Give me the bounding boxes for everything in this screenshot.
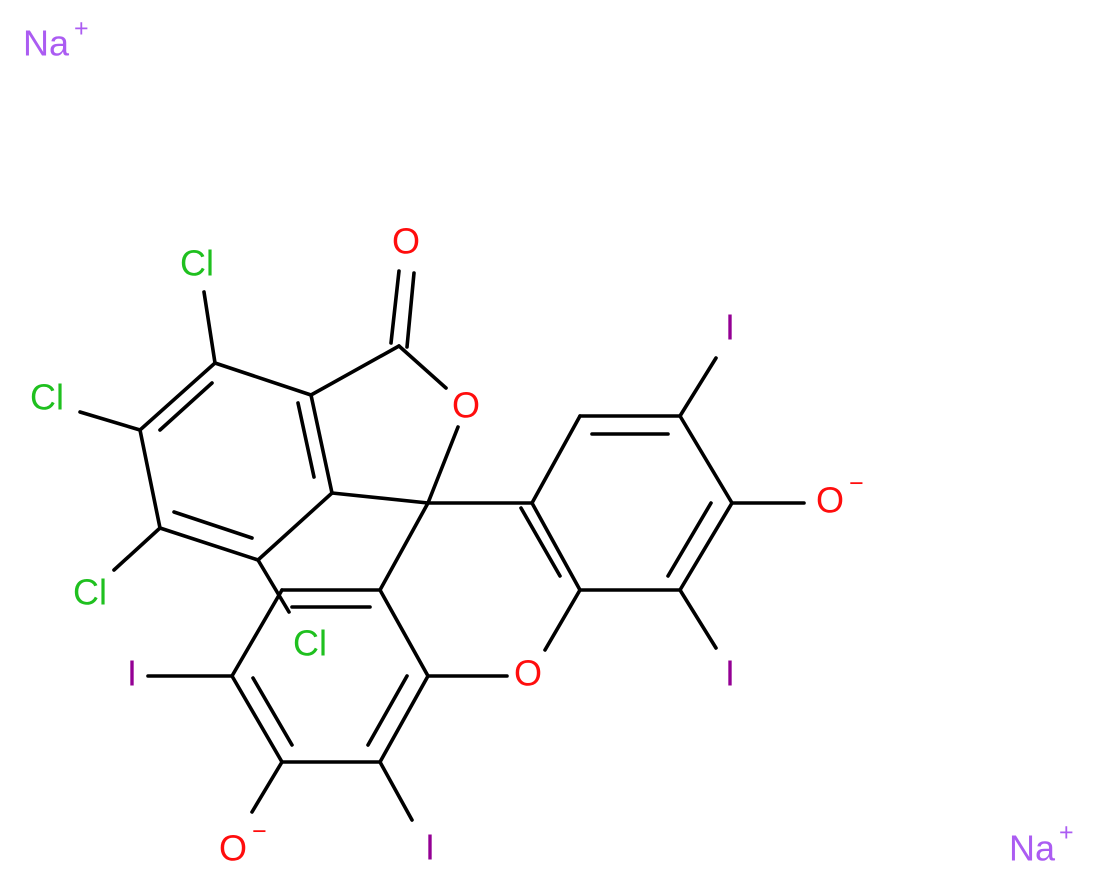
atom-labels: Na + Na + O O O O − O − Cl Cl Cl Cl I I … [23,15,1074,869]
sodium-charge-top-left: + [74,15,89,43]
bond [230,588,284,678]
bond [138,428,162,530]
xanthene-ring-oxygen: O [514,653,542,694]
bond [543,588,582,652]
iodine-right-bottom: I [725,653,735,694]
phenoxide-charge-right: − [849,470,864,498]
chlorine-2: Cl [30,377,64,418]
bonds [78,269,806,822]
bond [213,361,313,397]
bond [256,491,334,562]
bond [678,588,718,650]
bond [666,501,713,578]
bond [378,760,414,822]
bond [158,381,214,432]
chlorine-1: Cl [180,243,214,284]
bond [378,674,430,764]
bond [378,501,430,592]
bond [250,760,284,814]
phenoxide-oxygen-right: O [816,480,844,521]
iodine-right-top: I [725,307,735,348]
bond [405,271,416,349]
bond [678,501,734,592]
bond [296,401,316,479]
bond [519,506,562,578]
sodium-charge-bottom-right: + [1059,819,1074,847]
bond [138,361,217,432]
sodium-ion-bottom-right: Na [1009,828,1056,869]
carbonyl-oxygen: O [392,221,420,262]
sodium-ion-top-left: Na [23,23,70,64]
bond [230,674,284,764]
iodine-left-bottom: I [425,827,435,868]
bond [366,674,409,747]
bond [530,501,582,592]
bond [172,510,254,540]
iodine-left-top: I [127,653,137,694]
bond [389,269,401,345]
bond [330,491,430,505]
bond [158,526,260,562]
bond [378,588,430,678]
bond [678,356,718,418]
bond [397,344,448,390]
bond [256,558,291,614]
bond [202,290,217,365]
bond [530,414,582,505]
bond [678,414,734,505]
bond [309,393,334,495]
bond [309,344,401,397]
bond [251,676,294,747]
phenoxide-oxygen-left: O [219,828,247,869]
chlorine-3: Cl [73,572,107,613]
lactone-ring-oxygen: O [452,385,480,426]
bond [426,425,460,505]
bond [78,410,142,432]
bond [112,526,162,572]
phenoxide-charge-left: − [252,818,267,846]
chlorine-4: Cl [293,623,327,664]
